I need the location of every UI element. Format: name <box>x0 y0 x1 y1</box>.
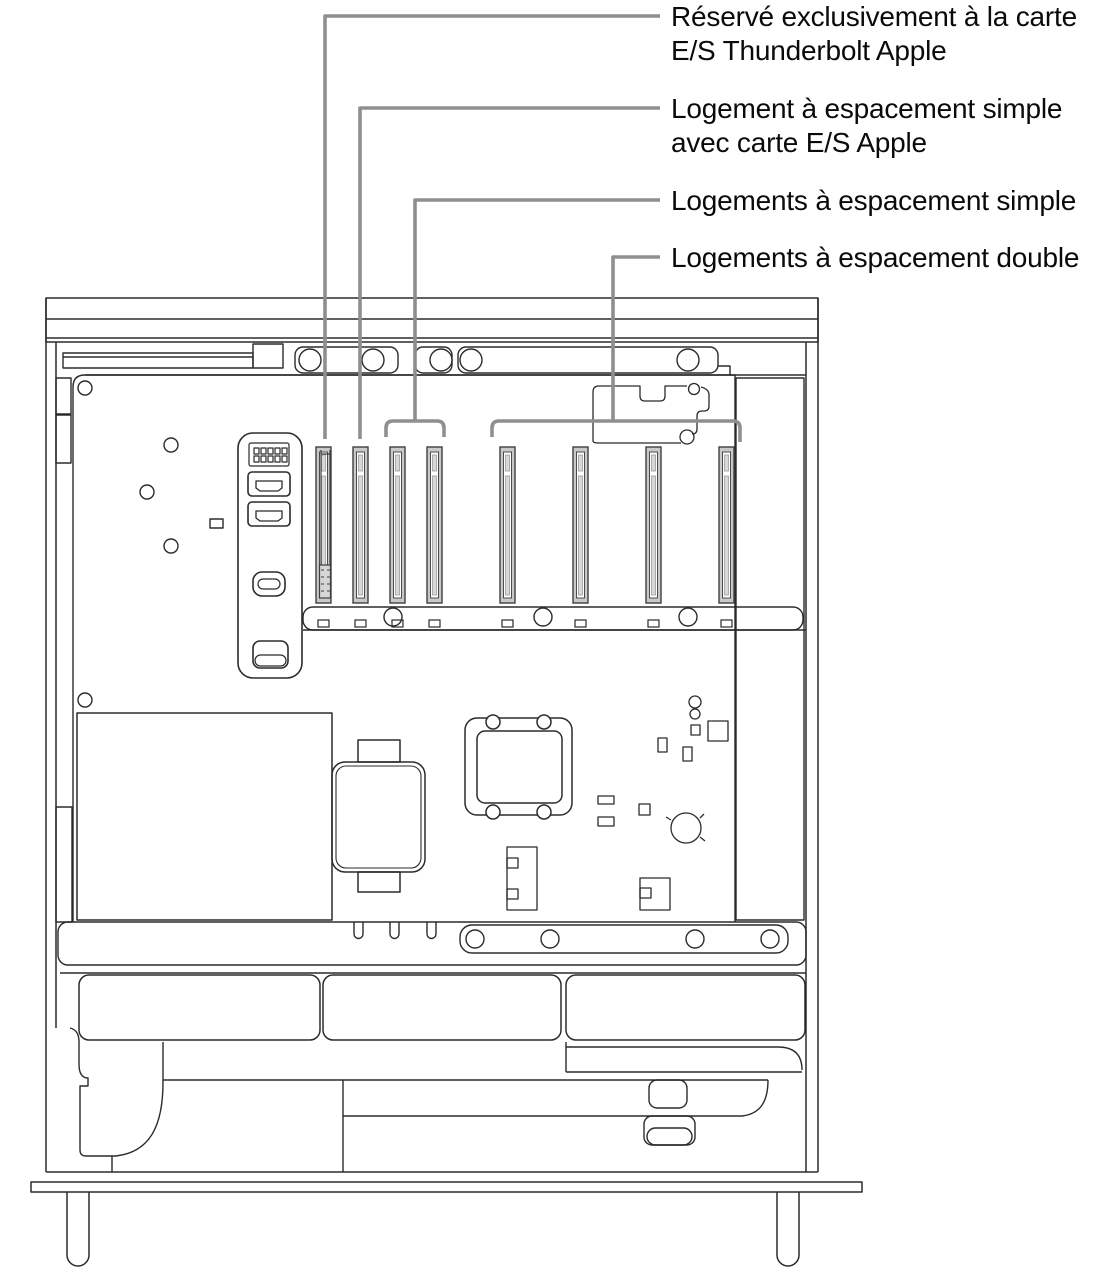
usb-c-port-icon <box>252 571 286 597</box>
pcie-slot-3 <box>389 446 406 604</box>
callout-line-thunderbolt <box>323 14 660 439</box>
pcie-slot-2 <box>352 446 369 604</box>
pcie-slot-4 <box>426 446 443 604</box>
psu-block <box>76 712 426 921</box>
callout-label-single-wide: Logements à espacement simple <box>671 184 1076 218</box>
latch-pill <box>643 1115 696 1146</box>
screw-hole <box>689 708 701 720</box>
pcie-slots <box>315 446 735 628</box>
base-plate <box>30 1181 863 1193</box>
screw-hole <box>77 380 93 396</box>
callout-line-apple-io <box>358 106 660 439</box>
power-port-icon <box>252 640 289 669</box>
power-connector <box>506 846 538 911</box>
left-foot <box>66 1192 90 1267</box>
bracket-retainer-plate <box>592 382 710 445</box>
right-foot <box>776 1192 800 1267</box>
displayport-icon <box>247 471 291 497</box>
board-components <box>506 695 729 911</box>
callout-line-double-wide <box>490 255 742 442</box>
callout-label-apple-io: Logement à espacement simple avec carte … <box>671 92 1062 160</box>
screw-hole <box>77 692 93 708</box>
top-band <box>45 297 819 343</box>
screw-hole <box>688 695 702 709</box>
callout-text: Logements à espacement double <box>671 242 1080 273</box>
bay-2 <box>322 974 562 1041</box>
callout-text: Logements à espacement simple <box>671 185 1077 216</box>
pcie-slot-8 <box>718 446 735 604</box>
pcie-slot-7 <box>645 446 662 604</box>
case-outline <box>30 297 863 1267</box>
top-rail <box>62 343 806 376</box>
slot-bottom-rail <box>302 606 806 631</box>
screw-hole <box>139 484 155 500</box>
thunderbolt-io-card <box>318 450 332 599</box>
callout-text: E/S Thunderbolt Apple <box>671 35 947 66</box>
battery <box>665 812 706 844</box>
callout-text: Réservé exclusivement à la carte <box>671 1 1077 32</box>
motherboard-panel <box>55 374 805 923</box>
bay-1 <box>78 974 321 1041</box>
lower-belt <box>57 921 807 974</box>
side-channel <box>735 377 805 921</box>
drive-bays <box>78 974 806 1041</box>
handle <box>331 761 426 873</box>
bottom-chassis <box>69 1027 803 1172</box>
screw-hole <box>163 437 179 453</box>
displayport-icon <box>247 501 291 527</box>
aux-connector <box>639 877 671 911</box>
cpu-bracket <box>464 714 573 820</box>
callout-label-double-wide: Logements à espacement double <box>671 241 1079 275</box>
slot-connector-tabs <box>317 619 733 628</box>
io-port-panel <box>237 432 303 679</box>
callout-text: Logement à espacement simple <box>671 93 1063 124</box>
callout-lines <box>323 14 742 442</box>
callout-label-thunderbolt: Réservé exclusivement à la carte E/S Thu… <box>671 0 1077 68</box>
callout-text: avec carte E/S Apple <box>671 127 927 158</box>
callout-line-single-wide <box>384 198 660 437</box>
pipe-elbow <box>111 1042 164 1172</box>
latch-tab <box>648 1079 688 1109</box>
status-led-grid-icon <box>248 442 290 467</box>
pcie-slot-6 <box>572 446 589 604</box>
bay-3 <box>565 974 806 1041</box>
pcie-slot-5 <box>499 446 516 604</box>
screw-hole <box>163 538 179 554</box>
